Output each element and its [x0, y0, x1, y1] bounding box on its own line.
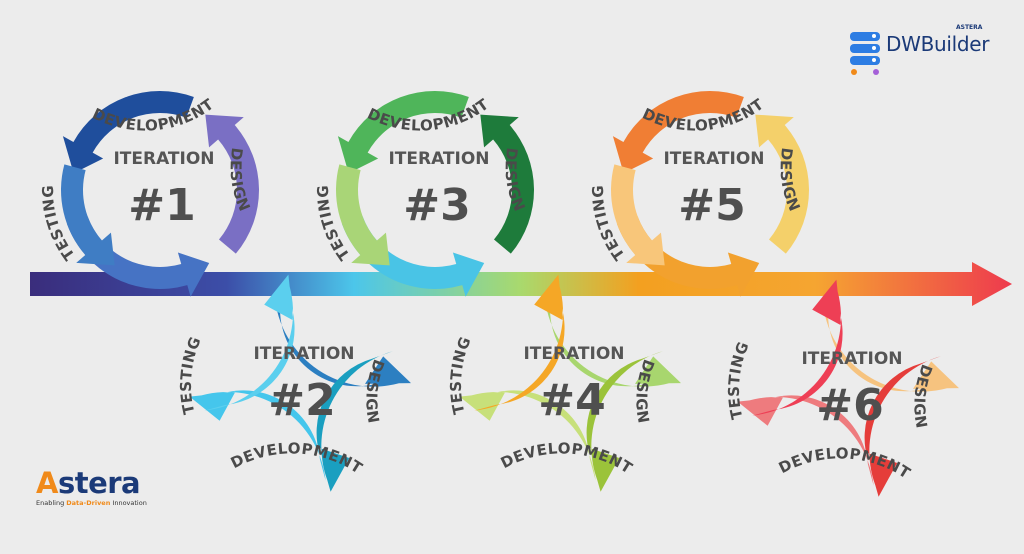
astera-logo: Astera Enabling Data-Driven Innovation: [36, 468, 147, 507]
testing-arrow: [336, 164, 390, 266]
design-arrow: [480, 114, 534, 254]
design-arrow: [205, 114, 259, 254]
astera-wordmark: Astera: [36, 466, 141, 500]
development-arrow: [737, 395, 874, 486]
iteration-cycle-3: [336, 91, 534, 297]
astera-tagline: Enabling Data-Driven Innovation: [36, 499, 147, 507]
development-arrow: [612, 91, 744, 174]
bottom-arrow: [66, 216, 210, 297]
iteration-cycle-1: [61, 91, 259, 297]
iteration-number: #5: [678, 180, 745, 231]
testing-arrow: [474, 274, 565, 411]
iteration-cycle-2: [189, 274, 411, 492]
iteration-cycle-5: [611, 91, 809, 297]
iteration-cycles: [61, 91, 959, 497]
bottom-arrow: [341, 216, 485, 297]
development-arrow: [459, 390, 596, 481]
iteration-number: #1: [128, 180, 195, 231]
dwbuilder-name: DWBuilder: [886, 32, 990, 56]
development-arrow: [62, 91, 194, 174]
design-arrow: [316, 351, 394, 492]
iteration-number: #3: [403, 180, 470, 231]
design-label: DESIGN: [362, 357, 388, 425]
development-label: DEVELOPMENT: [776, 444, 914, 482]
testing-arrow: [61, 164, 115, 266]
development-label: DEVELOPMENT: [228, 439, 366, 477]
iteration-label: ITERATION: [113, 149, 214, 169]
entry-arrow: [274, 289, 411, 387]
bottom-arrow: [616, 216, 760, 297]
iteration-label: ITERATION: [801, 349, 902, 369]
iteration-label: ITERATION: [523, 344, 624, 364]
iteration-number: #2: [268, 375, 335, 426]
development-label: DEVELOPMENT: [498, 439, 636, 477]
database-icon: [850, 32, 880, 75]
development-arrow: [337, 91, 469, 174]
design-arrow: [586, 351, 664, 492]
iteration-number: #4: [538, 375, 605, 426]
testing-arrow: [752, 279, 843, 416]
entry-arrow: [544, 289, 681, 387]
iteration-label: ITERATION: [663, 149, 764, 169]
design-arrow: [864, 356, 942, 497]
iteration-label: ITERATION: [388, 149, 489, 169]
testing-arrow: [611, 164, 665, 266]
design-label: DESIGN: [910, 362, 936, 430]
design-label: DESIGN: [632, 357, 658, 425]
iteration-cycle-4: [459, 274, 681, 492]
iteration-label: ITERATION: [253, 344, 354, 364]
iteration-number: #6: [816, 380, 883, 431]
iteration-cycle-6: [737, 279, 959, 497]
design-arrow: [755, 114, 809, 254]
testing-arrow: [204, 274, 295, 411]
dwbuilder-logo: ASTERA DWBuilder: [846, 24, 996, 80]
development-arrow: [189, 390, 326, 481]
dwbuilder-small-label: ASTERA: [956, 24, 983, 31]
entry-arrow: [822, 294, 959, 392]
